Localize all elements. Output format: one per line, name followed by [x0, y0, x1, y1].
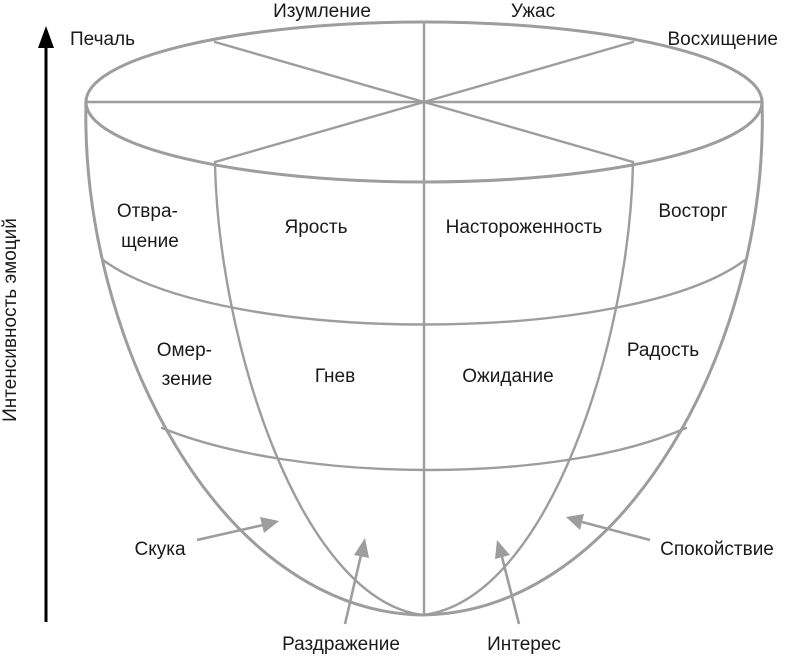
top-labels: Печаль Изумление Ужас Восхищение: [70, 1, 778, 50]
arrow-boredom: [196, 523, 264, 542]
arrow-annoyance-head: [354, 538, 369, 558]
label-anger: Гнев: [315, 366, 355, 387]
intensity-axis-arrowhead: [38, 26, 54, 48]
label-loathing-line-1: Отвра-: [117, 201, 178, 222]
arrow-serenity: [581, 520, 651, 542]
label-loathing-line-2: щение: [121, 231, 179, 252]
label-interest: Интерес: [487, 634, 561, 655]
label-ecstasy: Восторг: [658, 201, 727, 222]
label-disgust-line-1: Омер-: [157, 340, 212, 361]
label-disgust-line-2: зение: [162, 369, 213, 390]
arrow-interest-head: [495, 540, 510, 559]
top-spoke-6: [422, 100, 635, 164]
ring-divider-lower: [160, 426, 688, 472]
label-joy: Радость: [627, 340, 699, 361]
ring-low-intensity: Скука Раздражение Интерес Спокойствие: [134, 514, 774, 655]
label-admiration: Восхищение: [667, 29, 778, 50]
label-loathing: Отвра- щение: [117, 201, 183, 252]
intensity-axis-label: Интенсивность эмоций: [0, 218, 21, 422]
ring-divider-upper: [101, 258, 747, 326]
ring-high-intensity: Отвра- щение Ярость Настороженность Вост…: [117, 201, 728, 252]
label-rage: Ярость: [285, 217, 348, 238]
top-spoke-3: [422, 40, 635, 104]
label-serenity: Спокойствие: [660, 539, 774, 560]
label-anticipation: Ожидание: [462, 366, 553, 387]
label-surprise: Изумление: [273, 1, 371, 22]
label-sadness: Печаль: [70, 29, 135, 50]
arrow-serenity-head: [566, 514, 584, 530]
top-spoke-5: [213, 100, 426, 164]
label-annoyance: Раздражение: [282, 634, 400, 655]
label-boredom: Скука: [134, 539, 185, 560]
label-disgust: Омер- зение: [157, 340, 218, 390]
cone-shape: [84, 20, 764, 617]
top-spoke-2: [213, 40, 426, 104]
label-terror: Ужас: [511, 1, 555, 22]
arrow-annoyance: [343, 554, 363, 625]
ring-mid-intensity: Омер- зение Гнев Ожидание Радость: [157, 340, 700, 390]
label-vigilance: Настороженность: [446, 217, 603, 238]
intensity-axis: Интенсивность эмоций: [0, 26, 54, 622]
arrow-interest: [500, 556, 521, 625]
meridian-left: [213, 160, 425, 617]
arrow-boredom-head: [260, 517, 279, 533]
meridian-right: [421, 160, 635, 617]
